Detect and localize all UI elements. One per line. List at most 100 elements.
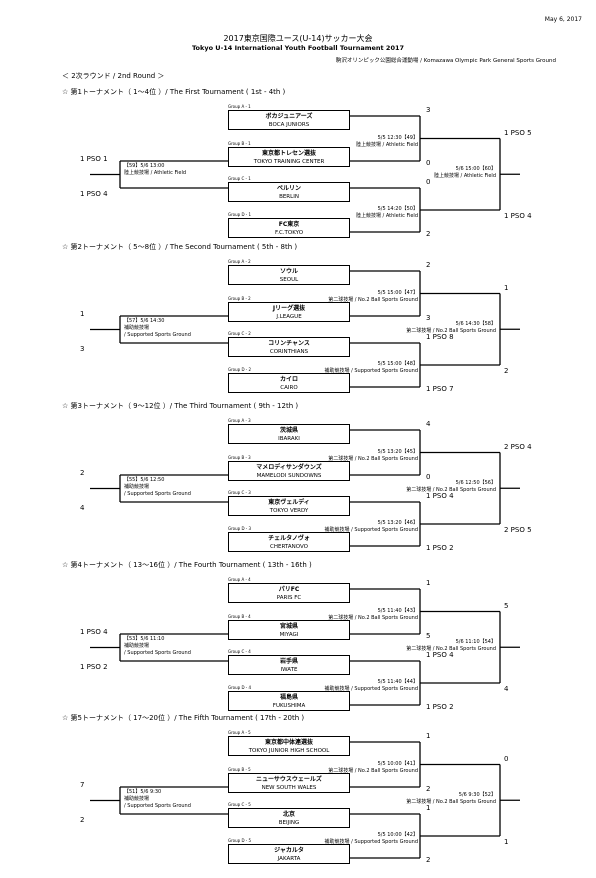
team-name-ja: Jリーグ選抜 bbox=[272, 305, 306, 312]
semi2-info: 5/5 15:00【48】 bbox=[377, 361, 418, 367]
team-score: 1 PSO 4 bbox=[426, 651, 454, 659]
right-bottom-score: 2 bbox=[504, 367, 509, 375]
third-info: 【55】5/6 12:50 bbox=[124, 476, 165, 483]
team-name-ja: 宮城県 bbox=[279, 623, 298, 630]
group-label: Group A - 1 bbox=[228, 104, 251, 109]
document-subtitle: Tokyo U-14 International Youth Football … bbox=[191, 44, 405, 52]
team-score: 2 bbox=[426, 230, 431, 238]
group-label: Group C - 5 bbox=[228, 802, 251, 807]
third-venue-2: / Supported Sports Ground bbox=[124, 331, 191, 338]
team-name-en: F.C.TOKYO bbox=[274, 230, 304, 236]
final-info: 5/6 12:50【56】 bbox=[455, 480, 496, 487]
semi2-info: 5/5 13:20【46】 bbox=[377, 520, 418, 526]
final-info: 5/6 11:10【54】 bbox=[455, 639, 496, 646]
section-title: ☆ 第5トーナメント（ 17〜20位 ）/ The Fifth Tourname… bbox=[62, 714, 305, 722]
team-score: 1 PSO 4 bbox=[426, 492, 454, 500]
group-label: Group A - 4 bbox=[228, 577, 251, 582]
team-score: 1 PSO 2 bbox=[426, 703, 454, 711]
group-label: Group B - 2 bbox=[228, 296, 251, 301]
left-bottom-score: 1 PSO 4 bbox=[80, 190, 108, 198]
semi2-info: 5/5 11:40【44】 bbox=[377, 679, 418, 685]
right-bottom-score: 1 PSO 4 bbox=[504, 212, 532, 220]
team-name-ja: 茨城県 bbox=[279, 427, 298, 434]
team-name-ja: マメロディサンダウンズ bbox=[256, 464, 322, 471]
group-label: Group A - 2 bbox=[228, 259, 251, 264]
left-top-score: 1 PSO 4 bbox=[80, 628, 108, 636]
group-label: Group D - 4 bbox=[228, 685, 252, 690]
group-label: Group C - 4 bbox=[228, 649, 251, 654]
final-venue: 第二球技場 / No.2 Ball Sports Ground bbox=[406, 487, 496, 494]
team-name-ja: ボカジュニアーズ bbox=[265, 113, 313, 120]
team-name-en: SEOUL bbox=[279, 277, 299, 283]
third-info: 【57】5/6 14:30 bbox=[124, 317, 165, 324]
semi1-info: 5/5 13:20【45】 bbox=[377, 448, 418, 455]
semi1-info: 5/5 12:30【49】 bbox=[377, 134, 418, 141]
group-label: Group D - 1 bbox=[228, 212, 252, 217]
team-name-ja: ソウル bbox=[279, 268, 298, 275]
team-name-ja: ニューサウスウェールズ bbox=[256, 776, 322, 783]
final-venue: 第二球技場 / No.2 Ball Sports Ground bbox=[406, 646, 496, 653]
group-label: Group C - 3 bbox=[228, 490, 251, 495]
semi2-info: 5/5 14:20【50】 bbox=[377, 206, 418, 212]
third-info: 【51】5/6 9:30 bbox=[124, 788, 162, 795]
semi1-info: 5/5 11:40【43】 bbox=[377, 607, 418, 614]
section-title: ☆ 第3トーナメント（ 9〜12位 ）/ The Third Tournamen… bbox=[62, 402, 299, 410]
semi1-venue: 第二球技場 / No.2 Ball Sports Ground bbox=[328, 614, 418, 621]
team-score: 0 bbox=[426, 473, 431, 481]
team-score: 1 bbox=[426, 579, 431, 587]
third-info: 【59】5/6 13:00 bbox=[124, 162, 165, 169]
right-top-score: 1 bbox=[504, 283, 509, 292]
final-venue: 陸上競技場 / Athletic Field bbox=[433, 173, 496, 180]
semi1-venue: 第二球技場 / No.2 Ball Sports Ground bbox=[328, 767, 418, 774]
left-bottom-score: 2 bbox=[80, 816, 85, 824]
group-label: Group C - 1 bbox=[228, 176, 251, 181]
team-name-en: BEIJING bbox=[278, 820, 300, 826]
final-info: 5/6 15:00【60】 bbox=[455, 166, 496, 173]
right-top-score: 2 PSO 4 bbox=[504, 442, 532, 451]
left-top-score: 1 bbox=[80, 310, 85, 318]
third-venue: 補助競技場 bbox=[124, 795, 150, 802]
team-box: マメロディサンダウンズ MAMELODI SUNDOWNS bbox=[228, 461, 350, 481]
team-name-en: MAMELODI SUNDOWNS bbox=[256, 473, 322, 479]
semi2-venue: 補助競技場 / Supported Sports Ground bbox=[324, 527, 418, 533]
third-venue: 補助競技場 bbox=[124, 642, 150, 649]
team-score: 4 bbox=[426, 420, 431, 428]
team-name-en: CORINTHIANS bbox=[269, 349, 309, 355]
round-label: ＜ 2次ラウンド / 2nd Round ＞ bbox=[62, 72, 165, 80]
section-title: ☆ 第1トーナメント（ 1〜4位 ）/ The First Tournament… bbox=[62, 88, 286, 96]
team-name-ja: 岩手県 bbox=[279, 658, 298, 665]
team-score: 2 bbox=[426, 261, 431, 269]
team-name-en: CHERTANOVO bbox=[270, 544, 308, 550]
section-title: ☆ 第2トーナメント（ 5〜8位 ）/ The Second Tournamen… bbox=[62, 243, 298, 251]
group-label: Group B - 5 bbox=[228, 767, 251, 772]
group-label: Group A - 5 bbox=[228, 730, 251, 735]
team-score: 0 bbox=[426, 178, 431, 186]
semi2-venue: 補助競技場 / Supported Sports Ground bbox=[324, 839, 418, 845]
semi1-venue: 第二球技場 / No.2 Ball Sports Ground bbox=[328, 455, 418, 462]
third-venue-2: / Supported Sports Ground bbox=[124, 802, 191, 809]
semi2-venue: 補助競技場 / Supported Sports Ground bbox=[324, 368, 418, 374]
group-label: Group D - 3 bbox=[228, 526, 252, 531]
left-top-score: 7 bbox=[80, 781, 85, 789]
right-bottom-score: 1 bbox=[504, 838, 509, 846]
third-venue: 補助競技場 bbox=[124, 324, 150, 331]
left-bottom-score: 3 bbox=[80, 345, 85, 353]
right-top-score: 1 PSO 5 bbox=[504, 128, 532, 137]
final-info: 5/6 14:30【58】 bbox=[455, 321, 496, 328]
team-name-en: J.LEAGUE bbox=[276, 314, 302, 320]
final-venue: 第二球技場 / No.2 Ball Sports Ground bbox=[406, 799, 496, 806]
team-score: 0 bbox=[426, 159, 431, 167]
team-name-ja: パリFC bbox=[278, 586, 300, 593]
team-box: ソウル SEOUL bbox=[228, 265, 350, 285]
